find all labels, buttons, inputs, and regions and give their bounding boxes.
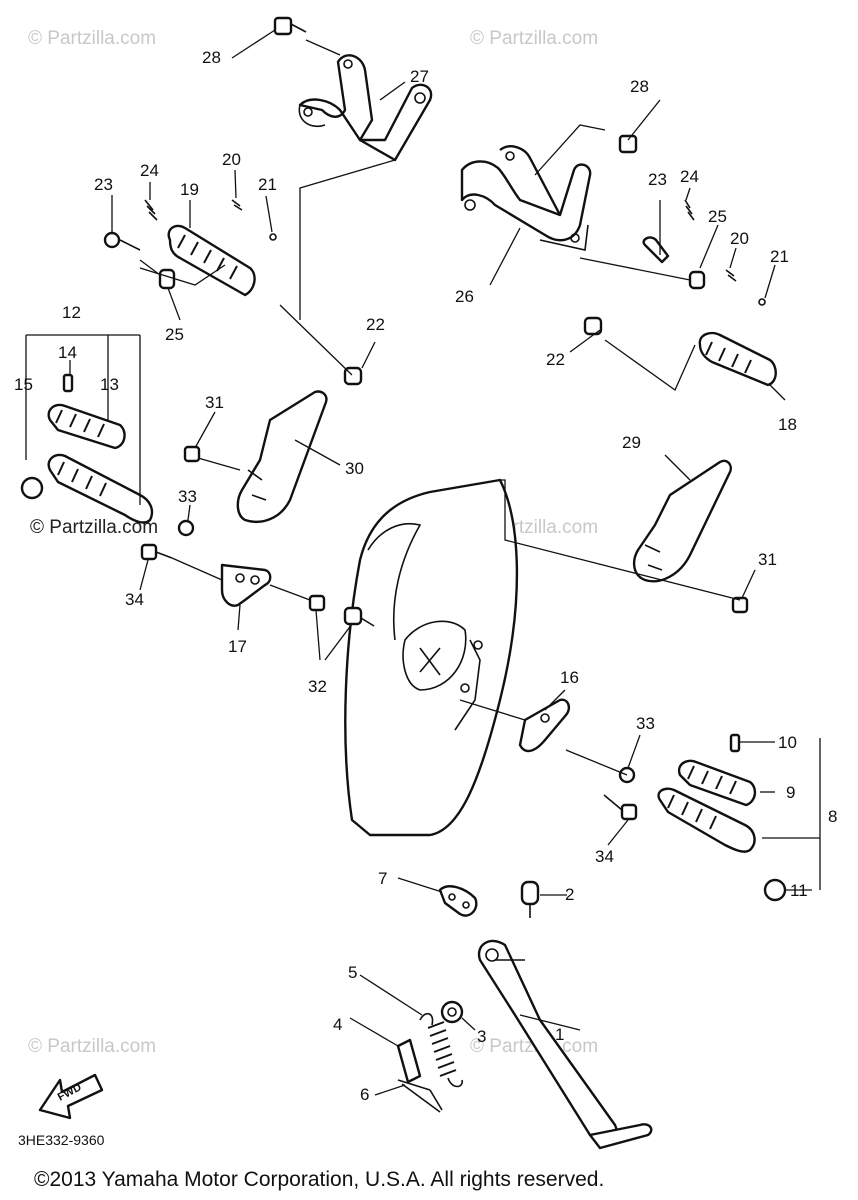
leader-lines (25, 29, 821, 1096)
fwd-arrow-icon: FWD (38, 1073, 104, 1120)
rear-footrest-bracket-left (298, 54, 433, 162)
frame-section (344, 478, 519, 837)
bolt-31-right (731, 596, 749, 614)
front-footpeg-assembly-right (657, 733, 787, 902)
watermark: © Partzilla.com (470, 28, 598, 49)
callout-label: 28 (630, 77, 649, 96)
callout-label: 12 (62, 303, 81, 322)
callout-label: 22 (546, 350, 565, 369)
bolts-32 (308, 594, 375, 627)
nut-22-right (583, 316, 603, 336)
callout-label: 34 (595, 847, 614, 866)
spring-4 (396, 1038, 422, 1084)
callout-label: 16 (560, 668, 579, 687)
heel-guard-left (236, 390, 328, 523)
callout-label: 15 (14, 375, 33, 394)
footpeg-bracket-right (518, 698, 571, 753)
callout-label: 29 (622, 433, 641, 452)
bolt-31-left (183, 445, 201, 463)
plate-7 (438, 885, 478, 917)
rear-footpeg-right (642, 199, 777, 387)
callout-label: 24 (680, 167, 699, 186)
bolt-34-left (140, 543, 173, 561)
sidestand (477, 939, 653, 1150)
watermark: © Partzilla.com (28, 28, 156, 49)
callout-label: 9 (786, 783, 795, 802)
rear-footpeg-left (103, 199, 277, 297)
spring-5 (419, 1012, 463, 1088)
callout-label: 34 (125, 590, 144, 609)
copyright-notice: ©2013 Yamaha Motor Corporation, U.S.A. A… (34, 1168, 604, 1191)
bolt-34-right (603, 794, 638, 821)
nut-3 (440, 1000, 464, 1024)
footpeg-bracket-left (220, 563, 272, 607)
callout-label: 21 (258, 175, 277, 194)
callout-label: 32 (308, 677, 327, 696)
callout-label: 25 (165, 325, 184, 344)
callout-label: 28 (202, 48, 221, 67)
callout-label: 11 (790, 881, 808, 900)
callout-label: 10 (778, 733, 797, 752)
front-footpeg-assembly-left (20, 373, 154, 524)
bolt-2 (520, 880, 540, 918)
bolt-28-top (273, 16, 307, 36)
callout-label: 23 (94, 175, 113, 194)
heel-guard-right (632, 459, 732, 583)
callout-label: 14 (58, 343, 77, 362)
callout-label: 6 (360, 1085, 369, 1104)
spring-6 (397, 1079, 443, 1113)
rear-footrest-bracket-right (460, 145, 592, 251)
callout-label: 20 (730, 229, 749, 248)
callout-label: 24 (140, 161, 159, 180)
callout-label: 18 (778, 415, 797, 434)
callout-label: 22 (366, 315, 385, 334)
callout-label: 30 (345, 459, 364, 478)
bolt-28-right (618, 134, 638, 154)
callout-label: 1 (555, 1025, 564, 1044)
callout-labels: 1 2 3 4 5 6 7 8 9 10 11 12 13 14 15 16 1… (14, 48, 837, 1104)
diagram-code: 3HE332-9360 (18, 1132, 105, 1148)
watermark: © Partzilla.com (30, 517, 158, 538)
callout-label: 3 (477, 1027, 486, 1046)
callout-label: 21 (770, 247, 789, 266)
callout-label: 23 (648, 170, 667, 189)
callout-label: 7 (378, 869, 387, 888)
watermark: © Partzilla.com (28, 1036, 156, 1057)
callout-label: 2 (565, 885, 574, 904)
callout-label: 31 (758, 550, 777, 569)
callout-label: 25 (708, 207, 727, 226)
callout-label: 8 (828, 807, 837, 826)
callout-label: 31 (205, 393, 224, 412)
callout-label: 33 (636, 714, 655, 733)
callout-label: 33 (178, 487, 197, 506)
callout-label: 5 (348, 963, 357, 982)
callout-label: 26 (455, 287, 474, 306)
callout-label: 4 (333, 1015, 342, 1034)
callout-label: 27 (410, 67, 429, 86)
washer-33-left (177, 519, 195, 537)
callout-label: 17 (228, 637, 247, 656)
callout-label: 19 (180, 180, 199, 199)
callout-label: 20 (222, 150, 241, 169)
callout-label: 13 (100, 375, 119, 394)
